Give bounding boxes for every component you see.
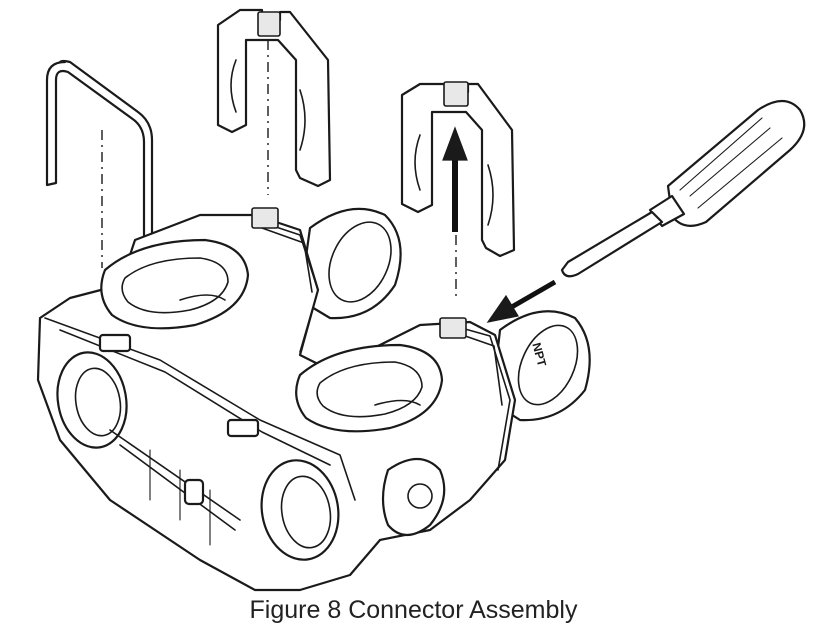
retaining-bracket-right [400, 81, 516, 300]
connector-body [36, 207, 591, 592]
retaining-bracket-left [216, 8, 332, 195]
npt-marking: NPT [529, 341, 549, 368]
screwdriver [560, 99, 806, 278]
pry-direction-arrow [486, 279, 557, 323]
connector-assembly-illustration: NPT [36, 8, 806, 592]
figure-caption: Figure 8 Connector Assembly [249, 596, 578, 624]
u-clip [45, 59, 154, 268]
install-direction-arrow [442, 126, 468, 232]
